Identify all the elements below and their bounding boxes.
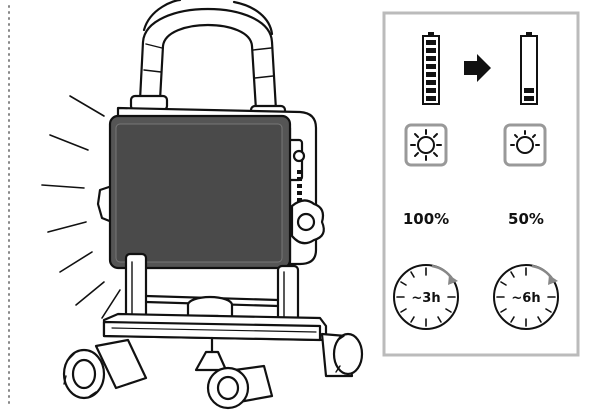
clock-icon — [393, 264, 459, 330]
brightness-half-label: 50% — [508, 210, 544, 228]
light-rays — [41, 95, 121, 319]
lamp-foot-right — [320, 332, 364, 378]
power-button-icon — [292, 149, 306, 163]
clock-icon — [493, 264, 559, 330]
brightness-high-label: 100% — [403, 210, 449, 228]
work-lamp-illustration — [41, 0, 364, 410]
lamp-foot-center — [206, 364, 274, 410]
tilt-knob-right — [290, 199, 325, 245]
arrow-right-icon — [464, 54, 491, 82]
battery-low-icon — [520, 32, 538, 105]
sun-dim-icon — [503, 123, 547, 167]
lamp-handle — [129, 0, 287, 122]
runtime-half-label: ~6h — [511, 291, 540, 306]
lamp-stand — [124, 252, 300, 332]
sun-bright-icon — [404, 123, 448, 167]
lamp-base — [102, 312, 328, 342]
lamp-foot-left — [62, 338, 148, 400]
lamp-housing — [116, 106, 318, 266]
base-bolt-icon — [194, 336, 228, 372]
battery-indicator-leds — [297, 170, 302, 202]
battery-full-icon — [422, 32, 440, 105]
runtime-high-label: ~3h — [411, 291, 440, 306]
